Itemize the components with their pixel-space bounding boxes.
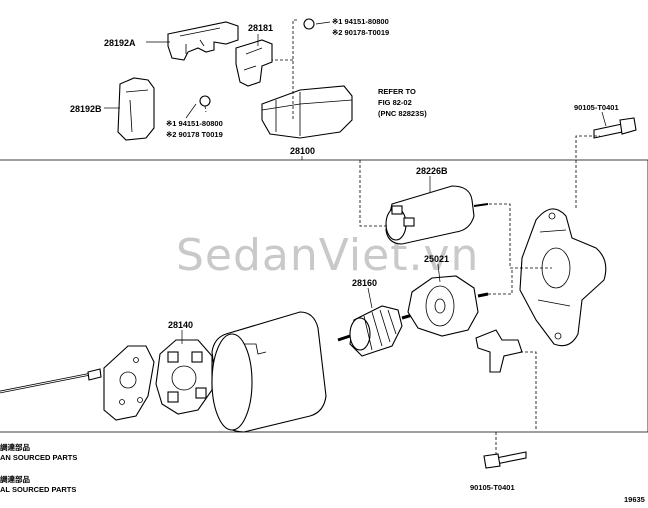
label-28140: 28140	[168, 320, 193, 330]
part-yoke-housing	[211, 311, 327, 433]
part-28160-armature	[337, 305, 417, 357]
note-mid-1: ※1 94151-80800	[166, 119, 223, 128]
note-mid-2: ※2 90178 T0019	[166, 130, 223, 139]
refer-line-3: (PNC 82823S)	[378, 109, 427, 118]
label-28160: 28160	[352, 278, 377, 288]
refer-line-2: FIG 82-02	[378, 98, 412, 107]
label-28226b: 28226B	[416, 166, 448, 176]
part-rear-end-plate	[103, 345, 155, 421]
part-shift-fork	[475, 329, 523, 373]
part-drive-end-housing	[519, 208, 607, 347]
part-28226b-solenoid	[385, 185, 489, 245]
label-28192b: 28192B	[70, 104, 102, 114]
nut-top	[303, 18, 315, 30]
part-25021-clutch	[407, 275, 489, 337]
label-28100: 28100	[290, 146, 315, 156]
legend-line-3: 調達部品	[0, 474, 30, 484]
label-28192a: 28192A	[104, 38, 136, 48]
label-bolt-bottom: 90105-T0401	[470, 483, 515, 492]
legend-line-2: AN SOURCED PARTS	[0, 453, 77, 462]
legend-line-4: AL SOURCED PARTS	[0, 485, 76, 494]
part-bolt-top	[593, 117, 637, 139]
part-28192b-cover	[117, 77, 155, 141]
part-28181-clip	[235, 39, 273, 87]
note-top-2: ※2 90178-T0019	[332, 28, 389, 37]
label-bolt-top: 90105-T0401	[574, 103, 619, 112]
part-through-bolts	[0, 368, 102, 394]
part-28192a-bracket	[167, 21, 239, 61]
refer-line-1: REFER TO	[378, 87, 416, 96]
part-relay-block	[261, 85, 353, 139]
part-28140-brush-holder	[155, 339, 213, 415]
part-bolt-bottom	[483, 451, 527, 469]
nut-mid	[199, 95, 211, 107]
legend-line-1: 調達部品	[0, 442, 30, 452]
label-25021: 25021	[424, 254, 449, 264]
assembly-frame	[0, 159, 648, 433]
note-top-1: ※1 94151-80800	[332, 17, 389, 26]
label-28181: 28181	[248, 23, 273, 33]
figure-code: 19635	[624, 495, 645, 504]
